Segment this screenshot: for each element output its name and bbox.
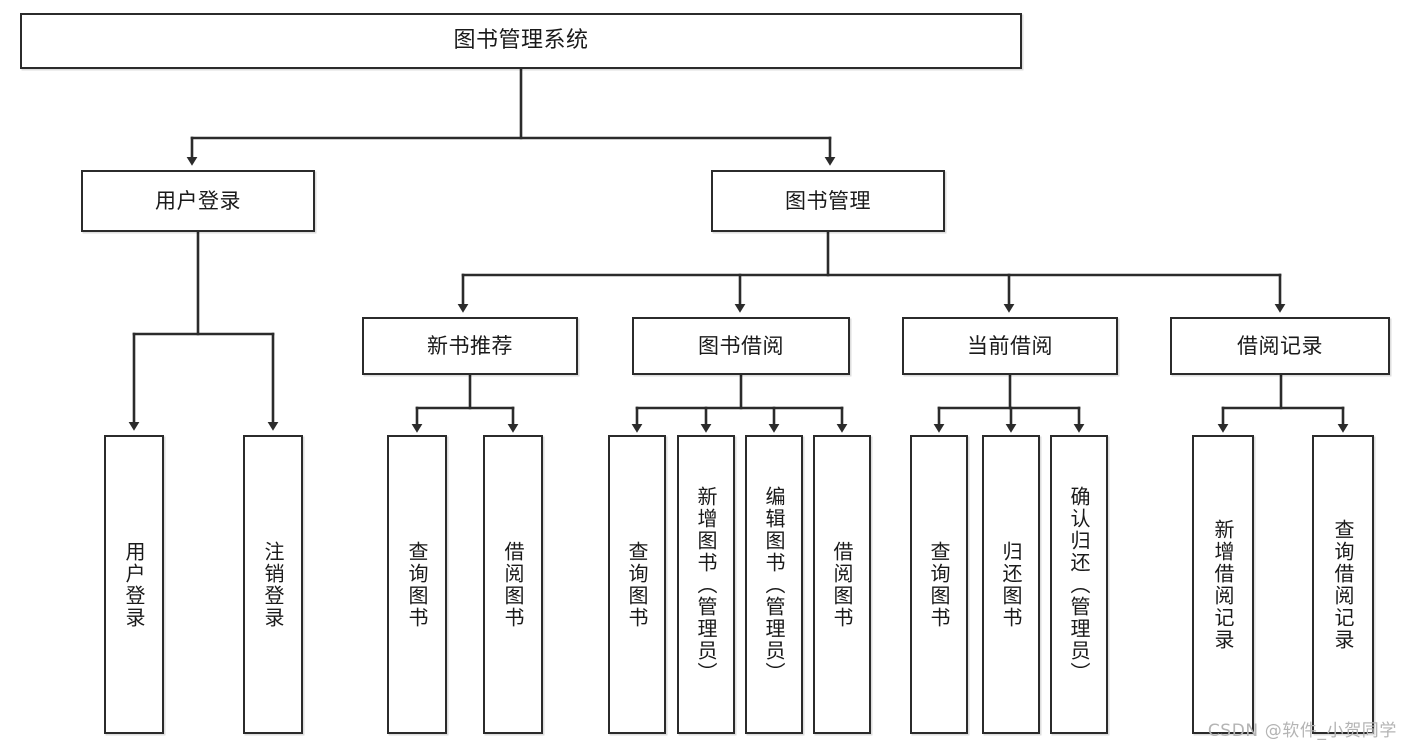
node-leaf-confirm-return[interactable]: 确认归还（管理员） xyxy=(1050,435,1108,734)
node-label: 当前借阅 xyxy=(967,333,1053,358)
node-label: 借阅图书 xyxy=(830,540,854,629)
node-leaf-query-book-1[interactable]: 查询图书 xyxy=(387,435,447,734)
node-label: 查询图书 xyxy=(927,540,951,629)
node-label: 确认归还（管理员） xyxy=(1067,485,1091,684)
node-label: 借阅图书 xyxy=(501,540,525,629)
node-book-borrow[interactable]: 图书借阅 xyxy=(632,317,850,375)
node-current-borrow[interactable]: 当前借阅 xyxy=(902,317,1118,375)
node-leaf-user-login[interactable]: 用户登录 xyxy=(104,435,164,734)
node-leaf-edit-book[interactable]: 编辑图书（管理员） xyxy=(745,435,803,734)
node-new-book-recommend[interactable]: 新书推荐 xyxy=(362,317,578,375)
node-label: 查询图书 xyxy=(405,540,429,629)
node-label: 新书推荐 xyxy=(427,333,513,358)
node-label: 归还图书 xyxy=(999,540,1023,629)
node-book-manage[interactable]: 图书管理 xyxy=(711,170,945,232)
node-label: 新增图书（管理员） xyxy=(694,485,718,684)
node-label: 编辑图书（管理员） xyxy=(762,485,786,684)
node-label: 查询借阅记录 xyxy=(1331,518,1355,651)
node-label: 图书管理系统 xyxy=(453,28,589,54)
node-label: 新增借阅记录 xyxy=(1211,518,1235,651)
node-leaf-query-record[interactable]: 查询借阅记录 xyxy=(1312,435,1374,734)
node-label: 用户登录 xyxy=(122,540,146,629)
node-leaf-query-book-3[interactable]: 查询图书 xyxy=(910,435,968,734)
node-leaf-add-book[interactable]: 新增图书（管理员） xyxy=(677,435,735,734)
node-label: 用户登录 xyxy=(155,188,241,213)
node-label: 图书管理 xyxy=(785,188,871,213)
node-user-login[interactable]: 用户登录 xyxy=(81,170,315,232)
node-label: 借阅记录 xyxy=(1237,333,1323,358)
node-label: 查询图书 xyxy=(625,540,649,629)
node-label: 图书借阅 xyxy=(698,333,784,358)
node-leaf-borrow-book-2[interactable]: 借阅图书 xyxy=(813,435,871,734)
node-borrow-record[interactable]: 借阅记录 xyxy=(1170,317,1390,375)
node-leaf-return-book[interactable]: 归还图书 xyxy=(982,435,1040,734)
node-root-system[interactable]: 图书管理系统 xyxy=(20,13,1022,69)
node-label: 注销登录 xyxy=(261,540,285,629)
node-leaf-borrow-book-1[interactable]: 借阅图书 xyxy=(483,435,543,734)
node-leaf-logout[interactable]: 注销登录 xyxy=(243,435,303,734)
node-leaf-add-record[interactable]: 新增借阅记录 xyxy=(1192,435,1254,734)
node-leaf-query-book-2[interactable]: 查询图书 xyxy=(608,435,666,734)
